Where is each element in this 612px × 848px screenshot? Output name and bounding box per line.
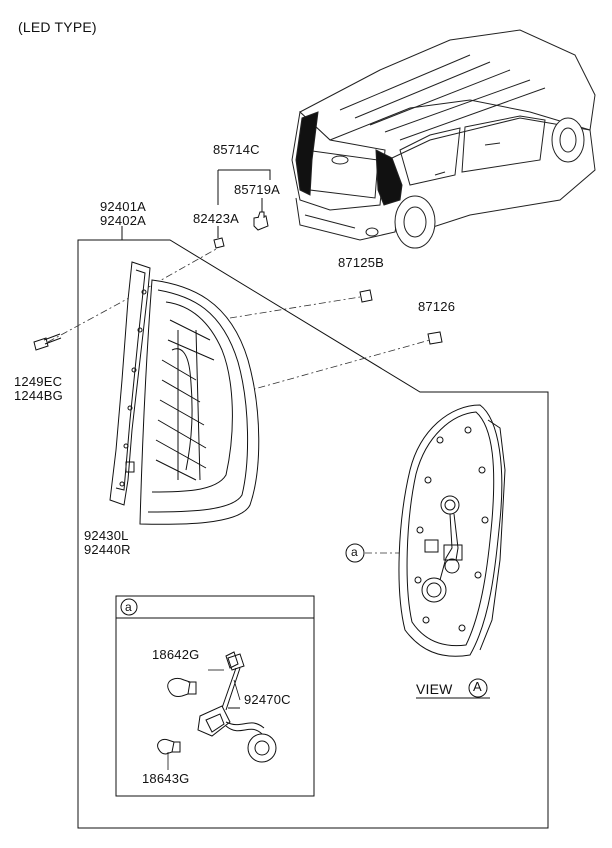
view-marker-letter: A [473, 679, 482, 694]
part-label-1249EC: 1249EC [14, 374, 63, 389]
part-label-92470C: 92470C [244, 692, 291, 707]
part-label-1249EC-1244BG: 1249EC 1244BG [14, 375, 63, 403]
part-label-92430L: 92430L [84, 528, 129, 543]
view-marker-circle [468, 678, 488, 698]
callout-detail-letter: a [351, 545, 358, 559]
callout-circles [120, 543, 488, 698]
inset-callout-circle [120, 598, 138, 616]
part-label-92440R: 92440R [84, 542, 131, 557]
part-label-92430L-92440R: 92430L 92440R [84, 529, 131, 557]
callout-detail-circle [345, 543, 365, 563]
leader-85714C [121, 169, 271, 240]
part-label-18642G: 18642G [152, 647, 200, 662]
vehicle-illustration [291, 29, 596, 249]
part-label-92401A: 92401A [100, 199, 147, 214]
part-label-92402A: 92402A [100, 213, 147, 228]
part-label-92401A-92402A: 92401A 92402A [100, 200, 146, 228]
view-label: VIEW [416, 681, 453, 697]
part-label-18643G: 18643G [142, 771, 190, 786]
fasteners [33, 211, 443, 351]
inset-callout-letter: a [125, 600, 132, 614]
part-label-87125B: 87125B [338, 255, 385, 270]
inset-box [115, 595, 315, 797]
part-label-85714C: 85714C [213, 142, 260, 157]
inset-leaders [167, 669, 241, 770]
part-label-87126: 87126 [418, 299, 456, 314]
tail-lamp-assembly [109, 261, 260, 525]
assembly-frame [77, 239, 549, 829]
part-label-85719A: 85719A [234, 182, 281, 197]
view-a-illustration [398, 404, 506, 657]
part-label-1244BG: 1244BG [14, 388, 63, 403]
diagram-title: (LED TYPE) [18, 19, 97, 35]
part-label-82423A: 82423A [193, 211, 240, 226]
